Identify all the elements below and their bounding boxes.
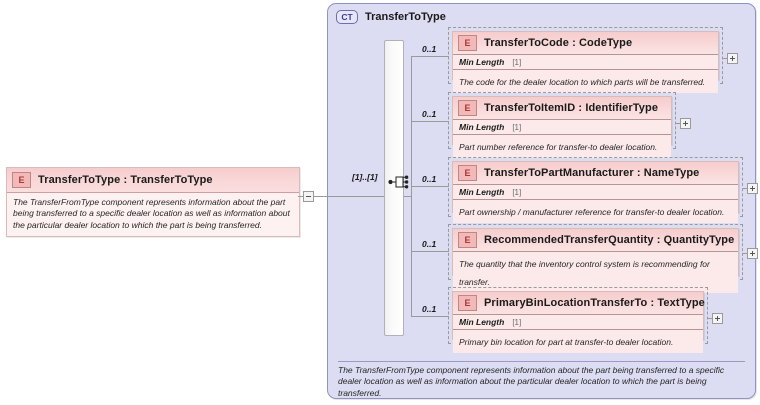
element-facet-3: Min Length [1] bbox=[453, 184, 738, 199]
root-element-header: E TransferToType : TransferToType bbox=[7, 168, 299, 193]
connector-box-to-toggle-4 bbox=[743, 253, 747, 254]
connector-root-to-toggle bbox=[298, 196, 304, 197]
connector-to-child-3 bbox=[411, 186, 449, 187]
connector-box-to-toggle-3 bbox=[743, 188, 747, 189]
element-group-2: E TransferToItemID : IdentifierType Min … bbox=[448, 92, 676, 158]
connector-to-child-2 bbox=[411, 121, 449, 122]
element-documentation-1: The code for the dealer location to whic… bbox=[459, 77, 706, 87]
element-group-1: E TransferToCode : CodeType Min Length [… bbox=[448, 27, 723, 93]
connector-container-to-sequence bbox=[328, 196, 386, 197]
element-expand-toggle-4[interactable] bbox=[747, 248, 758, 259]
facet-name-1: Min Length bbox=[459, 57, 505, 67]
child-cardinality-4: 0..1 bbox=[422, 239, 437, 249]
child-cardinality-2: 0..1 bbox=[422, 109, 437, 119]
facet-value-5: [1] bbox=[512, 318, 522, 327]
element-title-5: PrimaryBinLocationTransferTo : TextType bbox=[484, 297, 705, 309]
element-documentation-row-4: The quantity that the inventory control … bbox=[453, 251, 738, 293]
connector-to-child-1 bbox=[411, 56, 449, 57]
element-header-5: E PrimaryBinLocationTransferTo : TextTyp… bbox=[453, 292, 705, 314]
element-group-3: E TransferToPartManufacturer : NameType … bbox=[448, 157, 743, 223]
root-element-title: TransferToType : TransferToType bbox=[38, 174, 213, 186]
sequence-bar[interactable] bbox=[384, 40, 404, 336]
root-element-documentation-row: The TransferFromType component represent… bbox=[7, 193, 299, 237]
connector-box-to-toggle-2 bbox=[676, 123, 680, 124]
element-group-4: E RecommendedTransferQuantity : Quantity… bbox=[448, 224, 743, 293]
element-badge: E bbox=[458, 35, 477, 51]
element-expand-toggle-5[interactable] bbox=[712, 313, 723, 324]
element-documentation-4: The quantity that the inventory control … bbox=[459, 259, 710, 287]
element-documentation-row-3: Part ownership / manufacturer reference … bbox=[453, 199, 738, 223]
element-title-2: TransferToItemID : IdentifierType bbox=[484, 102, 659, 114]
facet-name-5: Min Length bbox=[459, 317, 505, 327]
complextype-badge: CT bbox=[336, 10, 358, 24]
element-badge: E bbox=[458, 295, 477, 311]
root-element-documentation: The TransferFromType component represent… bbox=[13, 197, 290, 230]
element-badge: E bbox=[458, 232, 477, 248]
element-header-4: E RecommendedTransferQuantity : Quantity… bbox=[453, 229, 738, 251]
facet-value-1: [1] bbox=[512, 58, 522, 67]
child-cardinality-1: 0..1 bbox=[422, 44, 437, 54]
element-facet-5: Min Length [1] bbox=[453, 314, 703, 329]
element-documentation-3: Part ownership / manufacturer reference … bbox=[459, 207, 725, 217]
root-element-collapse-toggle[interactable] bbox=[303, 191, 314, 202]
facet-name-3: Min Length bbox=[459, 187, 505, 197]
element-badge: E bbox=[458, 165, 477, 181]
complextype-documentation: The TransferFromType component represent… bbox=[338, 365, 725, 398]
element-header-1: E TransferToCode : CodeType bbox=[453, 32, 718, 54]
element-badge: E bbox=[458, 100, 477, 116]
element-documentation-2: Part number reference for transfer-to de… bbox=[459, 142, 658, 152]
element-documentation-row-5: Primary bin location for part at transfe… bbox=[453, 329, 703, 353]
connector-to-child-5 bbox=[411, 316, 449, 317]
facet-value-2: [1] bbox=[512, 123, 522, 132]
element-facet-2: Min Length [1] bbox=[453, 119, 671, 134]
root-element-box[interactable]: E TransferToType : TransferToType The Tr… bbox=[6, 167, 300, 238]
facet-value-3: [1] bbox=[512, 188, 522, 197]
complextype-documentation-row: The TransferFromType component represent… bbox=[338, 361, 745, 399]
compositor-cardinality: [1]..[1] bbox=[352, 172, 378, 182]
child-cardinality-3: 0..1 bbox=[422, 174, 437, 184]
element-badge: E bbox=[12, 172, 31, 188]
element-documentation-row-1: The code for the dealer location to whic… bbox=[453, 69, 718, 93]
sequence-icon bbox=[388, 175, 409, 189]
element-box-transfertopartmanufacturer[interactable]: E TransferToPartManufacturer : NameType … bbox=[452, 161, 739, 223]
element-expand-toggle-1[interactable] bbox=[727, 53, 738, 64]
connector-to-child-4 bbox=[411, 251, 449, 252]
element-box-transfertoitemid[interactable]: E TransferToItemID : IdentifierType Min … bbox=[452, 96, 672, 158]
element-box-transfertocode[interactable]: E TransferToCode : CodeType Min Length [… bbox=[452, 31, 719, 93]
element-header-3: E TransferToPartManufacturer : NameType bbox=[453, 162, 738, 184]
child-cardinality-5: 0..1 bbox=[422, 304, 437, 314]
element-group-5: E PrimaryBinLocationTransferTo : TextTyp… bbox=[448, 287, 708, 353]
element-expand-toggle-3[interactable] bbox=[747, 183, 758, 194]
element-box-primarybinlocationtransferto[interactable]: E PrimaryBinLocationTransferTo : TextTyp… bbox=[452, 291, 705, 353]
facet-name-2: Min Length bbox=[459, 122, 505, 132]
complextype-title: TransferToType bbox=[365, 11, 446, 23]
element-header-2: E TransferToItemID : IdentifierType bbox=[453, 97, 671, 119]
element-title-1: TransferToCode : CodeType bbox=[484, 37, 633, 49]
element-title-3: TransferToPartManufacturer : NameType bbox=[484, 167, 700, 179]
connector-toggle-to-container bbox=[314, 196, 328, 197]
element-title-4: RecommendedTransferQuantity : QuantityTy… bbox=[484, 234, 735, 246]
connector-box-to-toggle-1 bbox=[723, 58, 727, 59]
element-box-recommendedtransferquantity[interactable]: E RecommendedTransferQuantity : Quantity… bbox=[452, 228, 739, 293]
connector-sequence-to-spine bbox=[404, 196, 412, 197]
element-expand-toggle-2[interactable] bbox=[680, 118, 691, 129]
connector-box-to-toggle-5 bbox=[708, 318, 712, 319]
element-facet-1: Min Length [1] bbox=[453, 54, 718, 69]
element-documentation-row-2: Part number reference for transfer-to de… bbox=[453, 134, 671, 158]
complextype-header: CT TransferToType bbox=[336, 10, 446, 24]
element-documentation-5: Primary bin location for part at transfe… bbox=[459, 337, 674, 347]
